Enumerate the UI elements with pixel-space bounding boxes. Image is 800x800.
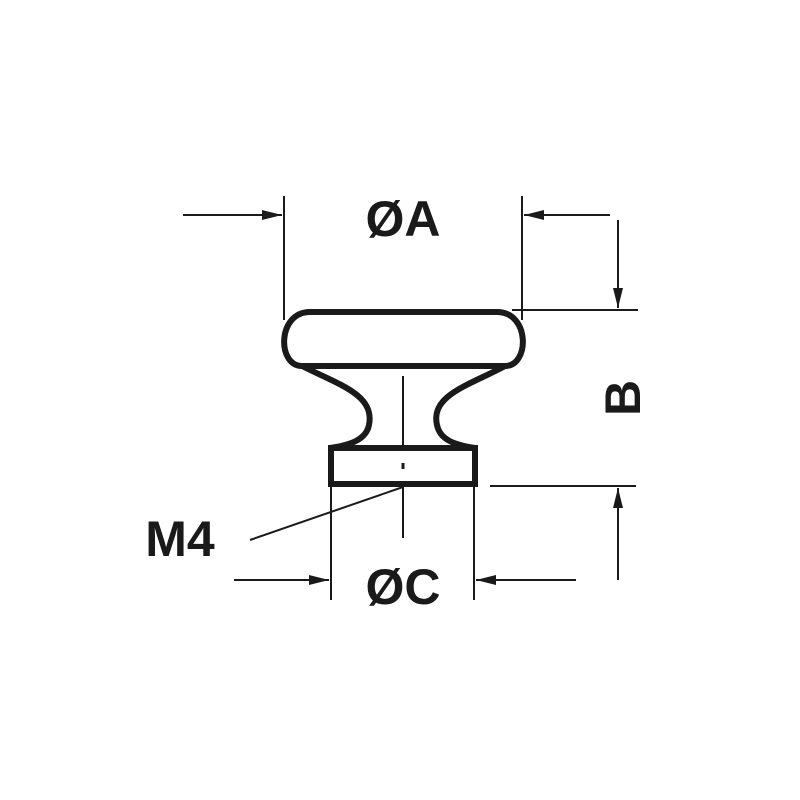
knob-base	[328, 445, 478, 487]
label-diameter-a: ØA	[366, 191, 441, 247]
knob-neck-left	[300, 363, 373, 451]
label-height-b: B	[595, 380, 651, 416]
thread-leader-line	[249, 486, 404, 541]
knob-neck-right	[433, 363, 507, 451]
label-diameter-c: ØC	[366, 559, 441, 615]
knob-cap-outline	[281, 309, 526, 369]
label-thread-m4: M4	[145, 511, 215, 567]
